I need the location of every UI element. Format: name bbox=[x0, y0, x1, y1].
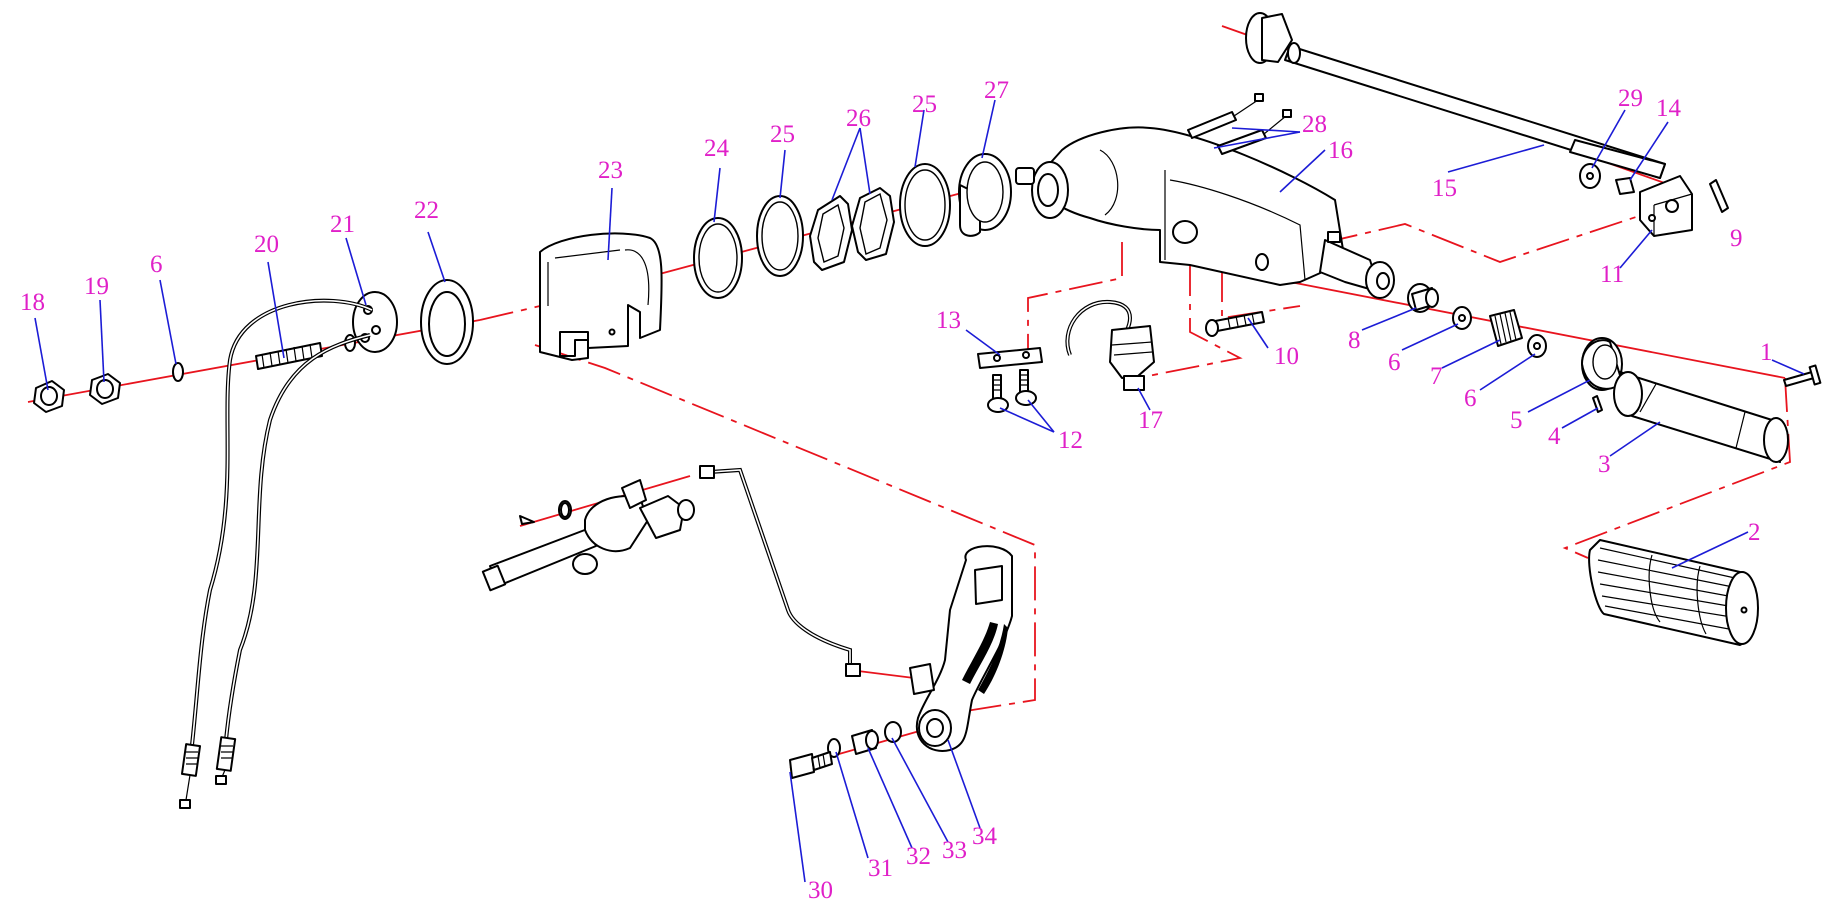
part-18-nut bbox=[33, 380, 65, 413]
part-26-friction-plates bbox=[809, 187, 895, 271]
dash-16-to-13 bbox=[1027, 242, 1123, 358]
leader-lines bbox=[34, 99, 1805, 883]
part-29-washer bbox=[1579, 163, 1601, 189]
part-23-front-cover bbox=[539, 232, 663, 361]
throttle-cables bbox=[179, 298, 373, 809]
part-4-pin bbox=[1592, 395, 1603, 413]
label-8: 8 bbox=[1348, 327, 1361, 354]
label-28: 28 bbox=[1302, 111, 1327, 138]
dash-16-to-10 bbox=[1221, 268, 1301, 320]
label-20: 20 bbox=[254, 231, 279, 258]
part-25-ring-left bbox=[756, 195, 804, 277]
label-26: 26 bbox=[846, 105, 871, 132]
part-27-flange-sleeve bbox=[958, 153, 1012, 237]
dash-3-to-2 bbox=[1562, 377, 1791, 559]
label-19: 19 bbox=[84, 273, 109, 300]
part-5-collar bbox=[1581, 337, 1623, 391]
label-6c: 6 bbox=[1464, 385, 1477, 412]
part-32-spacer bbox=[851, 729, 879, 755]
label-2: 2 bbox=[1748, 519, 1761, 546]
part-24-ring bbox=[693, 217, 743, 299]
part-14-clip bbox=[1615, 177, 1635, 195]
dash-23-to-34 bbox=[534, 344, 1036, 713]
label-30: 30 bbox=[808, 877, 833, 904]
label-15: 15 bbox=[1432, 175, 1457, 202]
part-13-plate bbox=[977, 347, 1043, 369]
part-12-screws bbox=[987, 369, 1037, 413]
label-32: 32 bbox=[906, 843, 931, 870]
part-6-washer-small bbox=[560, 502, 570, 518]
label-5: 5 bbox=[1510, 407, 1523, 434]
part-25-ring-right bbox=[899, 163, 951, 247]
part-2-grip bbox=[1588, 539, 1759, 646]
part-1-screw bbox=[1783, 364, 1822, 387]
part-8-bushing bbox=[1407, 283, 1439, 313]
part-19-nut bbox=[89, 373, 121, 405]
part-6-washer-left bbox=[172, 362, 184, 382]
label-11: 11 bbox=[1600, 261, 1624, 288]
label-31: 31 bbox=[868, 855, 893, 882]
dash-16-to-11 bbox=[1214, 213, 1646, 269]
link-rod bbox=[699, 465, 861, 677]
dash-16-to-17 bbox=[1147, 262, 1243, 377]
part-6-washer-right bbox=[1527, 334, 1547, 358]
part-11-bracket bbox=[1639, 175, 1693, 237]
label-24: 24 bbox=[704, 135, 730, 162]
label-14: 14 bbox=[1656, 95, 1682, 122]
part-9-pin bbox=[1709, 179, 1729, 213]
label-27: 27 bbox=[984, 77, 1009, 104]
label-1: 1 bbox=[1760, 339, 1773, 366]
label-22: 22 bbox=[414, 197, 439, 224]
part-16-tiller-arm bbox=[1015, 126, 1395, 299]
tiller-axis bbox=[1279, 279, 1786, 379]
part-10-screw bbox=[1205, 311, 1265, 337]
main-axis-gap bbox=[479, 305, 541, 321]
assembly-axes bbox=[27, 25, 1791, 769]
label-33: 33 bbox=[942, 837, 967, 864]
label-16: 16 bbox=[1328, 137, 1353, 164]
label-25b: 25 bbox=[912, 91, 937, 118]
label-18: 18 bbox=[20, 289, 45, 316]
label-12: 12 bbox=[1058, 427, 1083, 454]
part-labels: 18 19 6 20 21 22 23 24 25 26 25 27 28 16… bbox=[20, 77, 1773, 904]
part-22-bushing bbox=[420, 279, 474, 365]
label-34: 34 bbox=[972, 823, 998, 850]
part-7-spring bbox=[1489, 309, 1523, 347]
part-21-cable-plate bbox=[352, 291, 398, 353]
label-25a: 25 bbox=[770, 121, 795, 148]
part-3-throttle-tube bbox=[1613, 371, 1789, 463]
part-30-bolt bbox=[789, 751, 833, 779]
part-17-switch bbox=[1065, 299, 1155, 391]
label-4: 4 bbox=[1548, 423, 1561, 450]
label-10: 10 bbox=[1274, 343, 1299, 370]
label-21: 21 bbox=[330, 211, 355, 238]
part-33-circlip bbox=[884, 721, 902, 743]
label-3: 3 bbox=[1598, 451, 1611, 478]
label-7: 7 bbox=[1430, 363, 1443, 390]
label-6a: 6 bbox=[150, 251, 163, 278]
shift-shaft-assembly bbox=[481, 479, 695, 592]
label-17: 17 bbox=[1138, 407, 1163, 434]
part-15-shaft bbox=[1245, 12, 1666, 179]
label-29: 29 bbox=[1618, 85, 1643, 112]
label-13: 13 bbox=[936, 307, 961, 334]
part-34-shift-lever bbox=[909, 545, 1013, 752]
label-6b: 6 bbox=[1388, 349, 1401, 376]
label-23: 23 bbox=[598, 157, 623, 184]
label-9: 9 bbox=[1730, 225, 1743, 252]
